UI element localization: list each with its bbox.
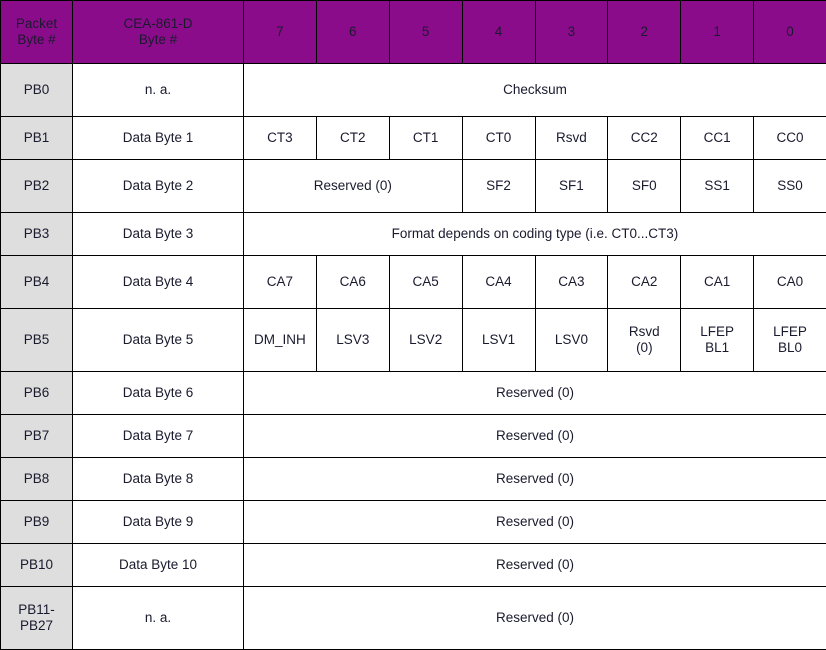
cea-byte-cell: Data Byte 4 [73, 256, 244, 309]
bit-field-cell: SS1 [681, 160, 754, 213]
bit-field-cell: Checksum [244, 64, 826, 117]
bit-field-cell: Reserved (0) [244, 587, 826, 650]
cea-byte-cell: Data Byte 8 [73, 458, 244, 501]
packet-byte-cell: PB9 [1, 501, 73, 544]
bit-field-cell: Reserved (0) [244, 501, 826, 544]
bit-field-cell: SF2 [462, 160, 535, 213]
bit-field-cell: Reserved (0) [244, 415, 826, 458]
header-bit-2: 2 [608, 1, 681, 64]
packet-byte-cell: PB10 [1, 544, 73, 587]
bit-field-cell: SF0 [608, 160, 681, 213]
packet-byte-cell: PB7 [1, 415, 73, 458]
bit-field-cell: CA3 [535, 256, 608, 309]
cea-byte-cell: Data Byte 7 [73, 415, 244, 458]
table-header: Packet Byte # CEA-861-D Byte # 7 6 5 4 3… [1, 1, 826, 64]
cea-byte-cell: Data Byte 5 [73, 309, 244, 372]
bit-field-cell: Format depends on coding type (i.e. CT0.… [244, 213, 826, 256]
cea-byte-cell: Data Byte 1 [73, 117, 244, 160]
bit-field-cell: CA5 [389, 256, 462, 309]
packet-byte-cell: PB6 [1, 372, 73, 415]
bit-field-cell: CT1 [389, 117, 462, 160]
packet-byte-cell: PB5 [1, 309, 73, 372]
bit-field-cell: CC0 [754, 117, 826, 160]
cea-byte-cell: n. a. [73, 64, 244, 117]
header-bit-0: 0 [754, 1, 826, 64]
packet-byte-cell: PB11- PB27 [1, 587, 73, 650]
bit-field-cell: Reserved (0) [244, 160, 463, 213]
header-bit-1: 1 [681, 1, 754, 64]
header-bit-3: 3 [535, 1, 608, 64]
bit-field-cell: CA6 [316, 256, 389, 309]
bit-field-cell: Reserved (0) [244, 458, 826, 501]
bit-field-cell: CC1 [681, 117, 754, 160]
bit-field-cell: Rsvd [535, 117, 608, 160]
bit-field-cell: CA1 [681, 256, 754, 309]
bit-field-cell: CA2 [608, 256, 681, 309]
packet-byte-cell: PB0 [1, 64, 73, 117]
bit-field-cell: CA4 [462, 256, 535, 309]
bit-field-cell: CT0 [462, 117, 535, 160]
header-bit-7: 7 [244, 1, 317, 64]
cea-byte-cell: Data Byte 6 [73, 372, 244, 415]
header-cea-byte: CEA-861-D Byte # [73, 1, 244, 64]
bit-field-cell: LSV2 [389, 309, 462, 372]
bit-field-cell: Rsvd (0) [608, 309, 681, 372]
cea-byte-cell: Data Byte 2 [73, 160, 244, 213]
packet-byte-cell: PB8 [1, 458, 73, 501]
bit-field-cell: LFEP BL1 [681, 309, 754, 372]
header-bit-4: 4 [462, 1, 535, 64]
bit-field-cell: CA7 [244, 256, 317, 309]
bit-field-cell: CT2 [316, 117, 389, 160]
cea-byte-cell: Data Byte 3 [73, 213, 244, 256]
bit-field-cell: LSV0 [535, 309, 608, 372]
cea-byte-cell: Data Byte 10 [73, 544, 244, 587]
bit-field-cell: DM_INH [244, 309, 317, 372]
header-bit-6: 6 [316, 1, 389, 64]
packet-byte-cell: PB3 [1, 213, 73, 256]
header-row: Packet Byte # CEA-861-D Byte # 7 6 5 4 3… [1, 1, 826, 64]
header-packet-byte: Packet Byte # [1, 1, 73, 64]
packet-byte-cell: PB4 [1, 256, 73, 309]
cea-byte-cell: Data Byte 9 [73, 501, 244, 544]
bit-field-cell: Reserved (0) [244, 372, 826, 415]
packet-byte-cell: PB2 [1, 160, 73, 213]
bit-field-cell: LSV1 [462, 309, 535, 372]
bit-field-cell: SF1 [535, 160, 608, 213]
bit-field-cell: Reserved (0) [244, 544, 826, 587]
bit-field-cell: CC2 [608, 117, 681, 160]
packet-byte-cell: PB1 [1, 117, 73, 160]
bit-field-cell: SS0 [754, 160, 826, 213]
bit-field-cell: LSV3 [316, 309, 389, 372]
header-bit-5: 5 [389, 1, 462, 64]
bit-field-cell: LFEP BL0 [754, 309, 826, 372]
bit-field-cell: CA0 [754, 256, 826, 309]
cea-byte-cell: n. a. [73, 587, 244, 650]
bit-field-cell: CT3 [244, 117, 317, 160]
